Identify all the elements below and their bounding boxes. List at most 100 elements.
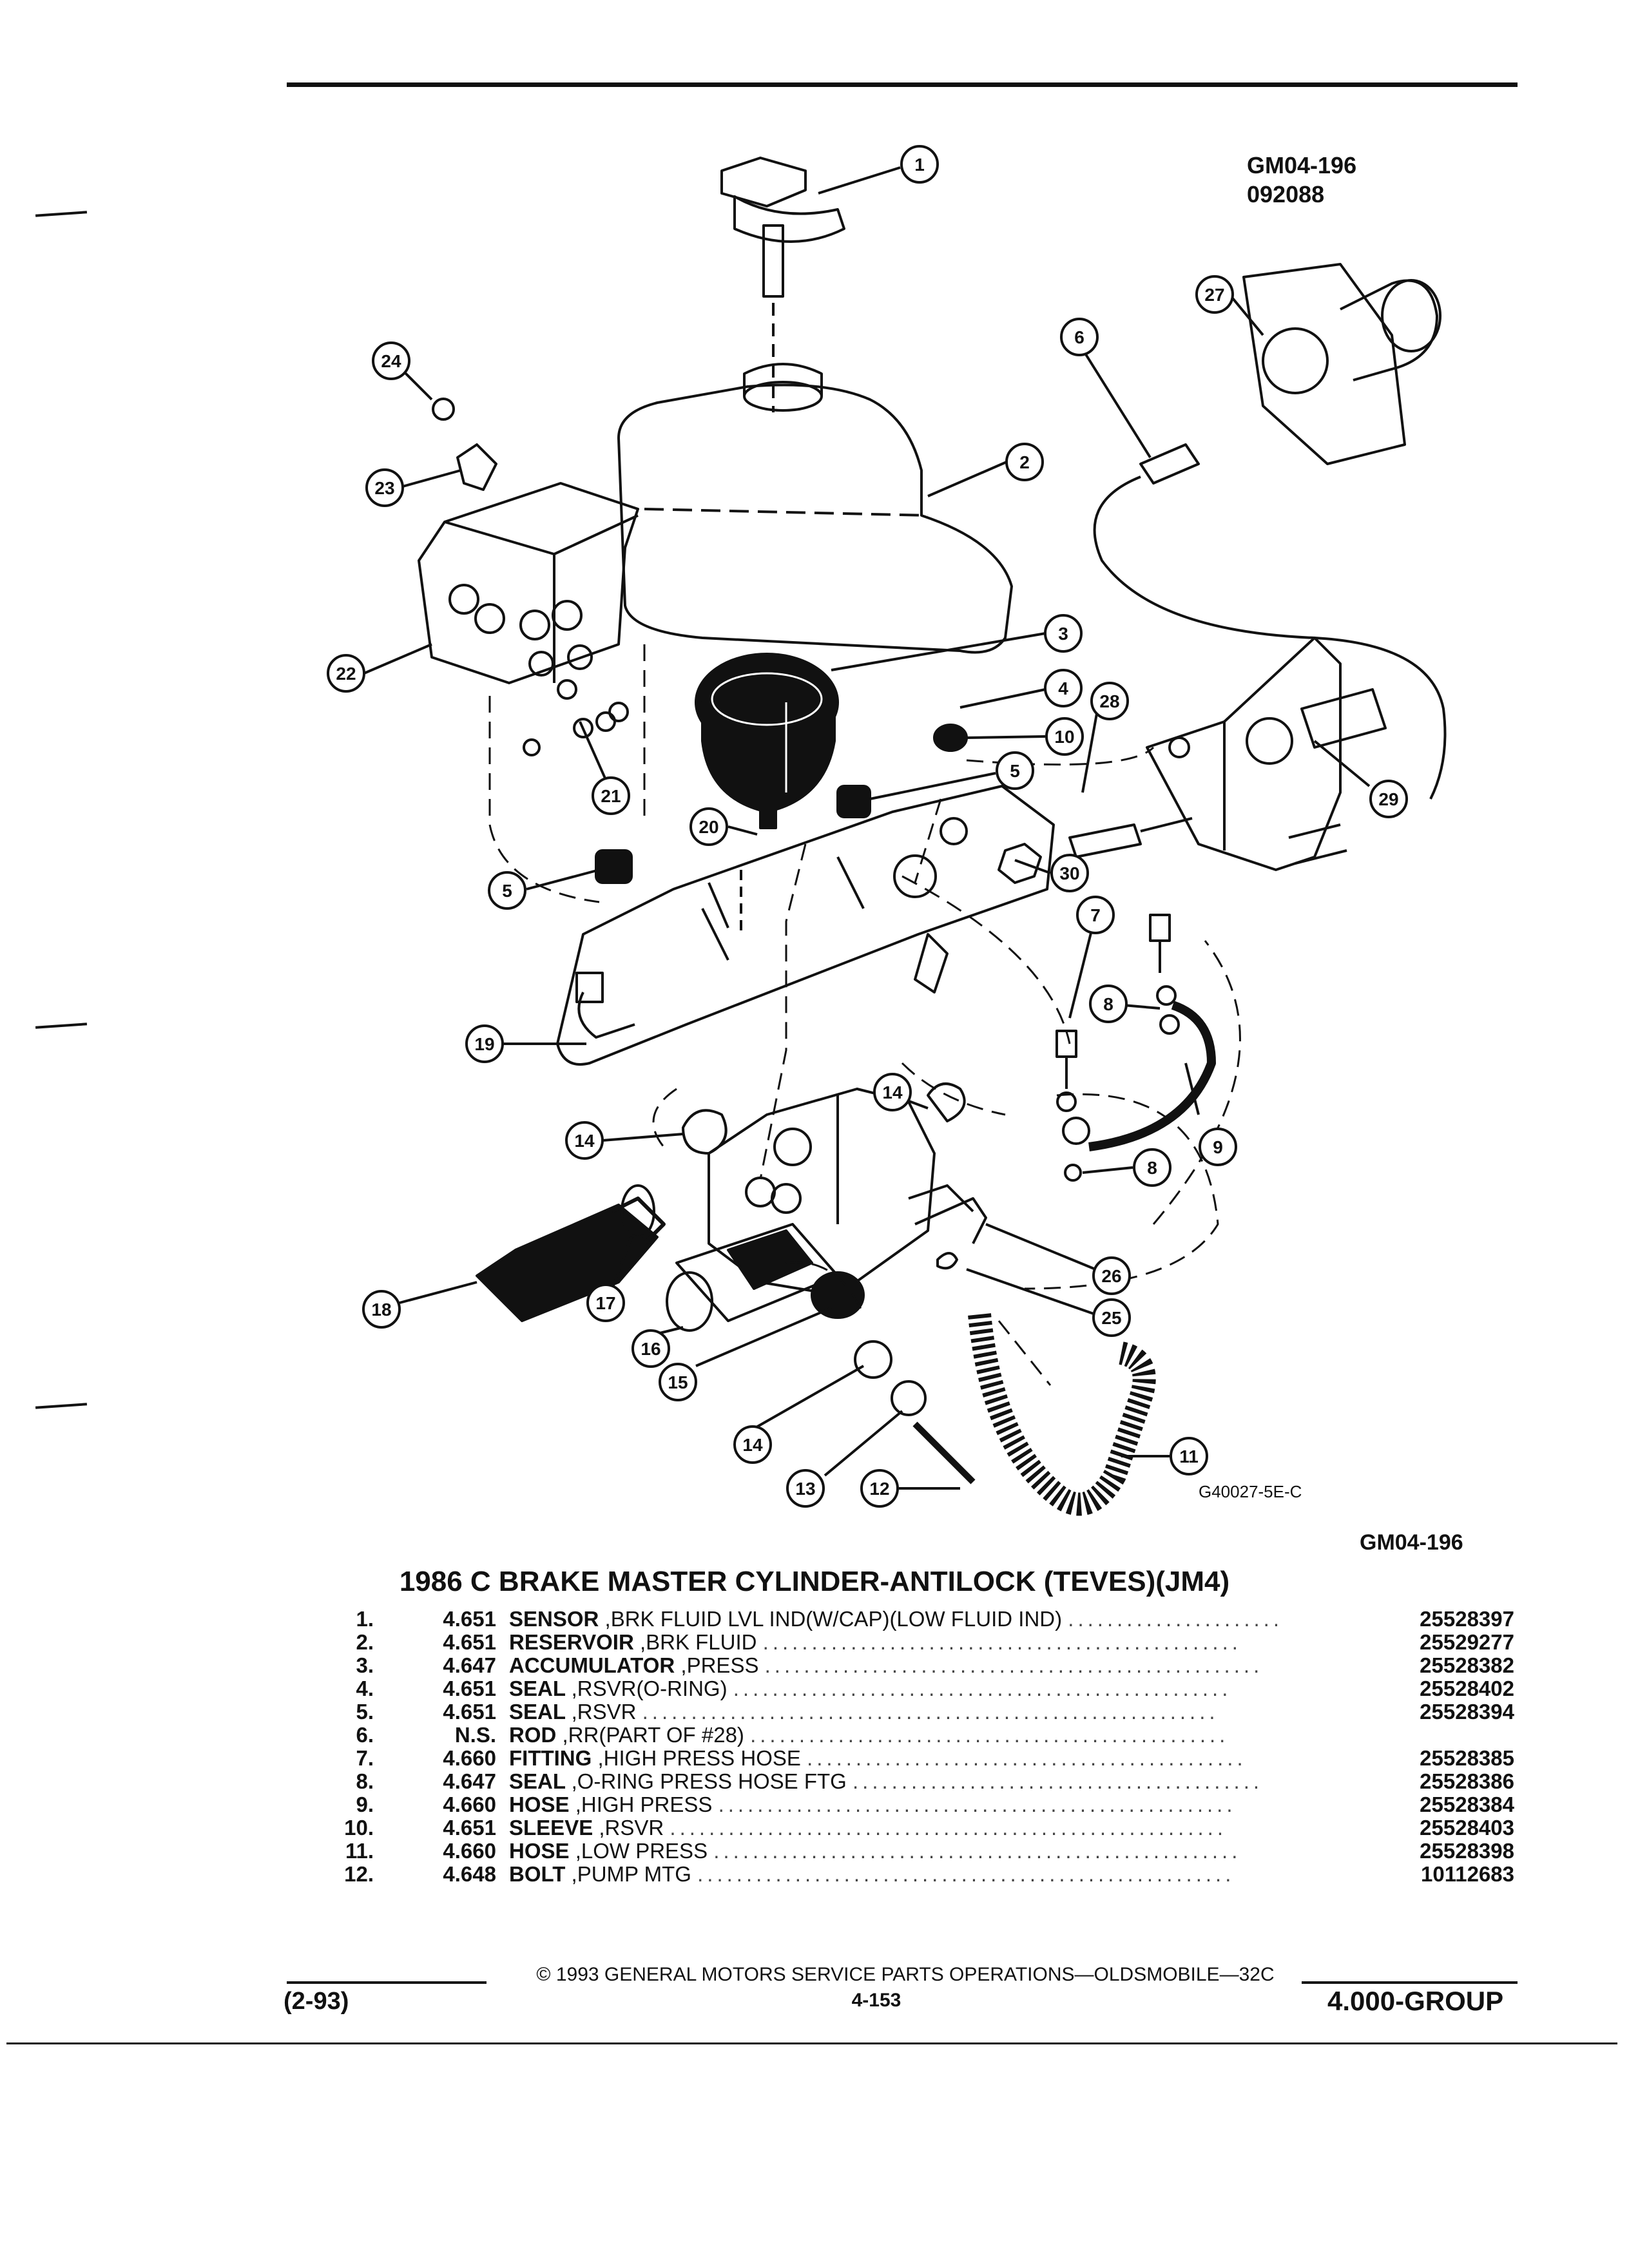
callout-6 (1060, 318, 1099, 356)
part-name: SEAL (509, 1700, 566, 1724)
group-number: 4.660 (443, 1792, 496, 1816)
group-number: 4.651 (443, 1677, 496, 1700)
part-detail: ,RR(PART OF #28) (562, 1724, 744, 1747)
callout-14c (733, 1425, 772, 1464)
leader-dots: ........................................… (750, 1724, 1229, 1747)
diagram-sub-code: 092088 (1247, 181, 1325, 207)
part-index: 11. (345, 1839, 374, 1863)
callout-number: 14 (574, 1131, 595, 1151)
group-number: 4.647 (443, 1769, 496, 1793)
part-description: FITTING ,HIGH PRESS HOSE ...............… (509, 1747, 1392, 1770)
part-description: SEAL ,O-RING PRESS HOSE FTG ............… (509, 1770, 1392, 1793)
group-number: 4.660 (443, 1746, 496, 1770)
low-pressure-hose-part (968, 1313, 1156, 1516)
part-index: 12. (344, 1862, 374, 1886)
part-number: 25528385 (1420, 1746, 1514, 1770)
page-number: 4-153 (851, 1990, 901, 2011)
part-index: 1. (356, 1607, 374, 1631)
part-name: FITTING (509, 1747, 592, 1770)
part-index: 9. (356, 1792, 374, 1816)
part-description: SLEEVE ,RSVR ...........................… (509, 1816, 1392, 1840)
callout-23 (365, 468, 404, 507)
callout-number: 27 (1204, 285, 1224, 305)
part-name: HOSE (509, 1840, 570, 1863)
part-number: 25528382 (1420, 1653, 1514, 1677)
callout-number: 9 (1213, 1137, 1223, 1157)
callout-number: 8 (1147, 1158, 1157, 1178)
pump-motor-part (666, 1223, 839, 1332)
revision-date: (2-93) (284, 1988, 349, 2015)
part-description: HOSE ,HIGH PRESS .......................… (509, 1793, 1392, 1816)
callout-number: 18 (371, 1300, 391, 1320)
part-index: 7. (356, 1746, 374, 1770)
leader-dots: ........................................… (852, 1770, 1264, 1793)
group-number: 4.651 (443, 1700, 496, 1724)
part-detail: ,LOW PRESS (575, 1840, 708, 1863)
leader-dots: ........................................… (762, 1631, 1242, 1654)
callout-27 (1195, 275, 1234, 314)
callout-1 (900, 145, 939, 184)
callout-8a (1089, 985, 1128, 1023)
part-description: ROD ,RR(PART OF #28) ...................… (509, 1724, 1392, 1747)
part-detail: ,RSVR (571, 1700, 637, 1724)
part-number: 25529277 (1420, 1630, 1514, 1654)
part-description: SEAL ,RSVR .............................… (509, 1700, 1392, 1724)
callout-number: 26 (1101, 1266, 1121, 1286)
group-number: 4.660 (443, 1839, 496, 1863)
callout-5a (996, 751, 1034, 790)
group-number: 4.651 (443, 1607, 496, 1631)
footer-rule-left (287, 1981, 487, 1984)
callout-number: 23 (374, 478, 394, 498)
accumulator-part (695, 653, 839, 829)
hose-fittings-part (1055, 914, 1216, 1182)
callout-9 (1199, 1128, 1237, 1166)
callout-13 (786, 1469, 825, 1508)
part-index: 8. (356, 1769, 374, 1793)
part-detail: ,PRESS (680, 1654, 759, 1677)
part-detail: ,BRK FLUID (639, 1631, 757, 1654)
callout-number: 11 (1179, 1446, 1199, 1466)
part-index: 3. (356, 1653, 374, 1677)
part-name: SLEEVE (509, 1816, 593, 1840)
pressure-switch-part (476, 1184, 666, 1322)
parts-row: 9. 4.660 HOSE ,HIGH PRESS ................… (296, 1793, 1514, 1816)
callout-11 (1170, 1437, 1208, 1475)
callout-number: 4 (1058, 678, 1068, 698)
part-description: SEAL ,RSVR(O-RING) .....................… (509, 1677, 1392, 1700)
part-number: 25528394 (1420, 1700, 1514, 1724)
leader-dots: ........................................… (713, 1840, 1242, 1863)
part-detail: ,PUMP MTG (571, 1863, 691, 1886)
callout-30 (1050, 854, 1089, 892)
part-description: SENSOR ,BRK FLUID LVL IND(W/CAP)(LOW FLU… (509, 1608, 1392, 1631)
part-detail: ,O-RING PRESS HOSE FTG (571, 1770, 847, 1793)
callout-21 (592, 776, 630, 815)
part-index: 10. (344, 1816, 374, 1840)
part-name: ACCUMULATOR (509, 1654, 675, 1677)
callout-number: 22 (336, 664, 356, 684)
part-name: SEAL (509, 1770, 566, 1793)
callout-number: 6 (1074, 327, 1084, 347)
part-number: 25528386 (1420, 1769, 1514, 1793)
illustration-id: G40027-5E-C (1199, 1482, 1302, 1501)
callout-number: 14 (742, 1435, 763, 1455)
callout-number: 25 (1101, 1308, 1121, 1328)
exploded-parts-diagram: 1234102852927624232221205301978141489181… (327, 145, 1447, 1516)
leader-dots: ........................................… (642, 1700, 1219, 1724)
clip-part (936, 1252, 958, 1270)
part-detail: ,RSVR (599, 1816, 664, 1840)
callout-number: 28 (1099, 691, 1119, 711)
leader-dots: ...................... (1068, 1608, 1283, 1631)
callout-number: 16 (641, 1339, 660, 1359)
group-number: 4.648 (443, 1862, 496, 1886)
callout-number: 29 (1378, 789, 1398, 809)
callout-15 (659, 1363, 697, 1401)
part-name: RESERVOIR (509, 1631, 634, 1654)
group-number: 4.651 (443, 1816, 496, 1840)
callout-number: 5 (502, 881, 512, 901)
callout-number: 17 (595, 1293, 615, 1313)
parts-row: 6.N.S.ROD ,RR(PART OF #28) .............… (296, 1724, 1514, 1747)
